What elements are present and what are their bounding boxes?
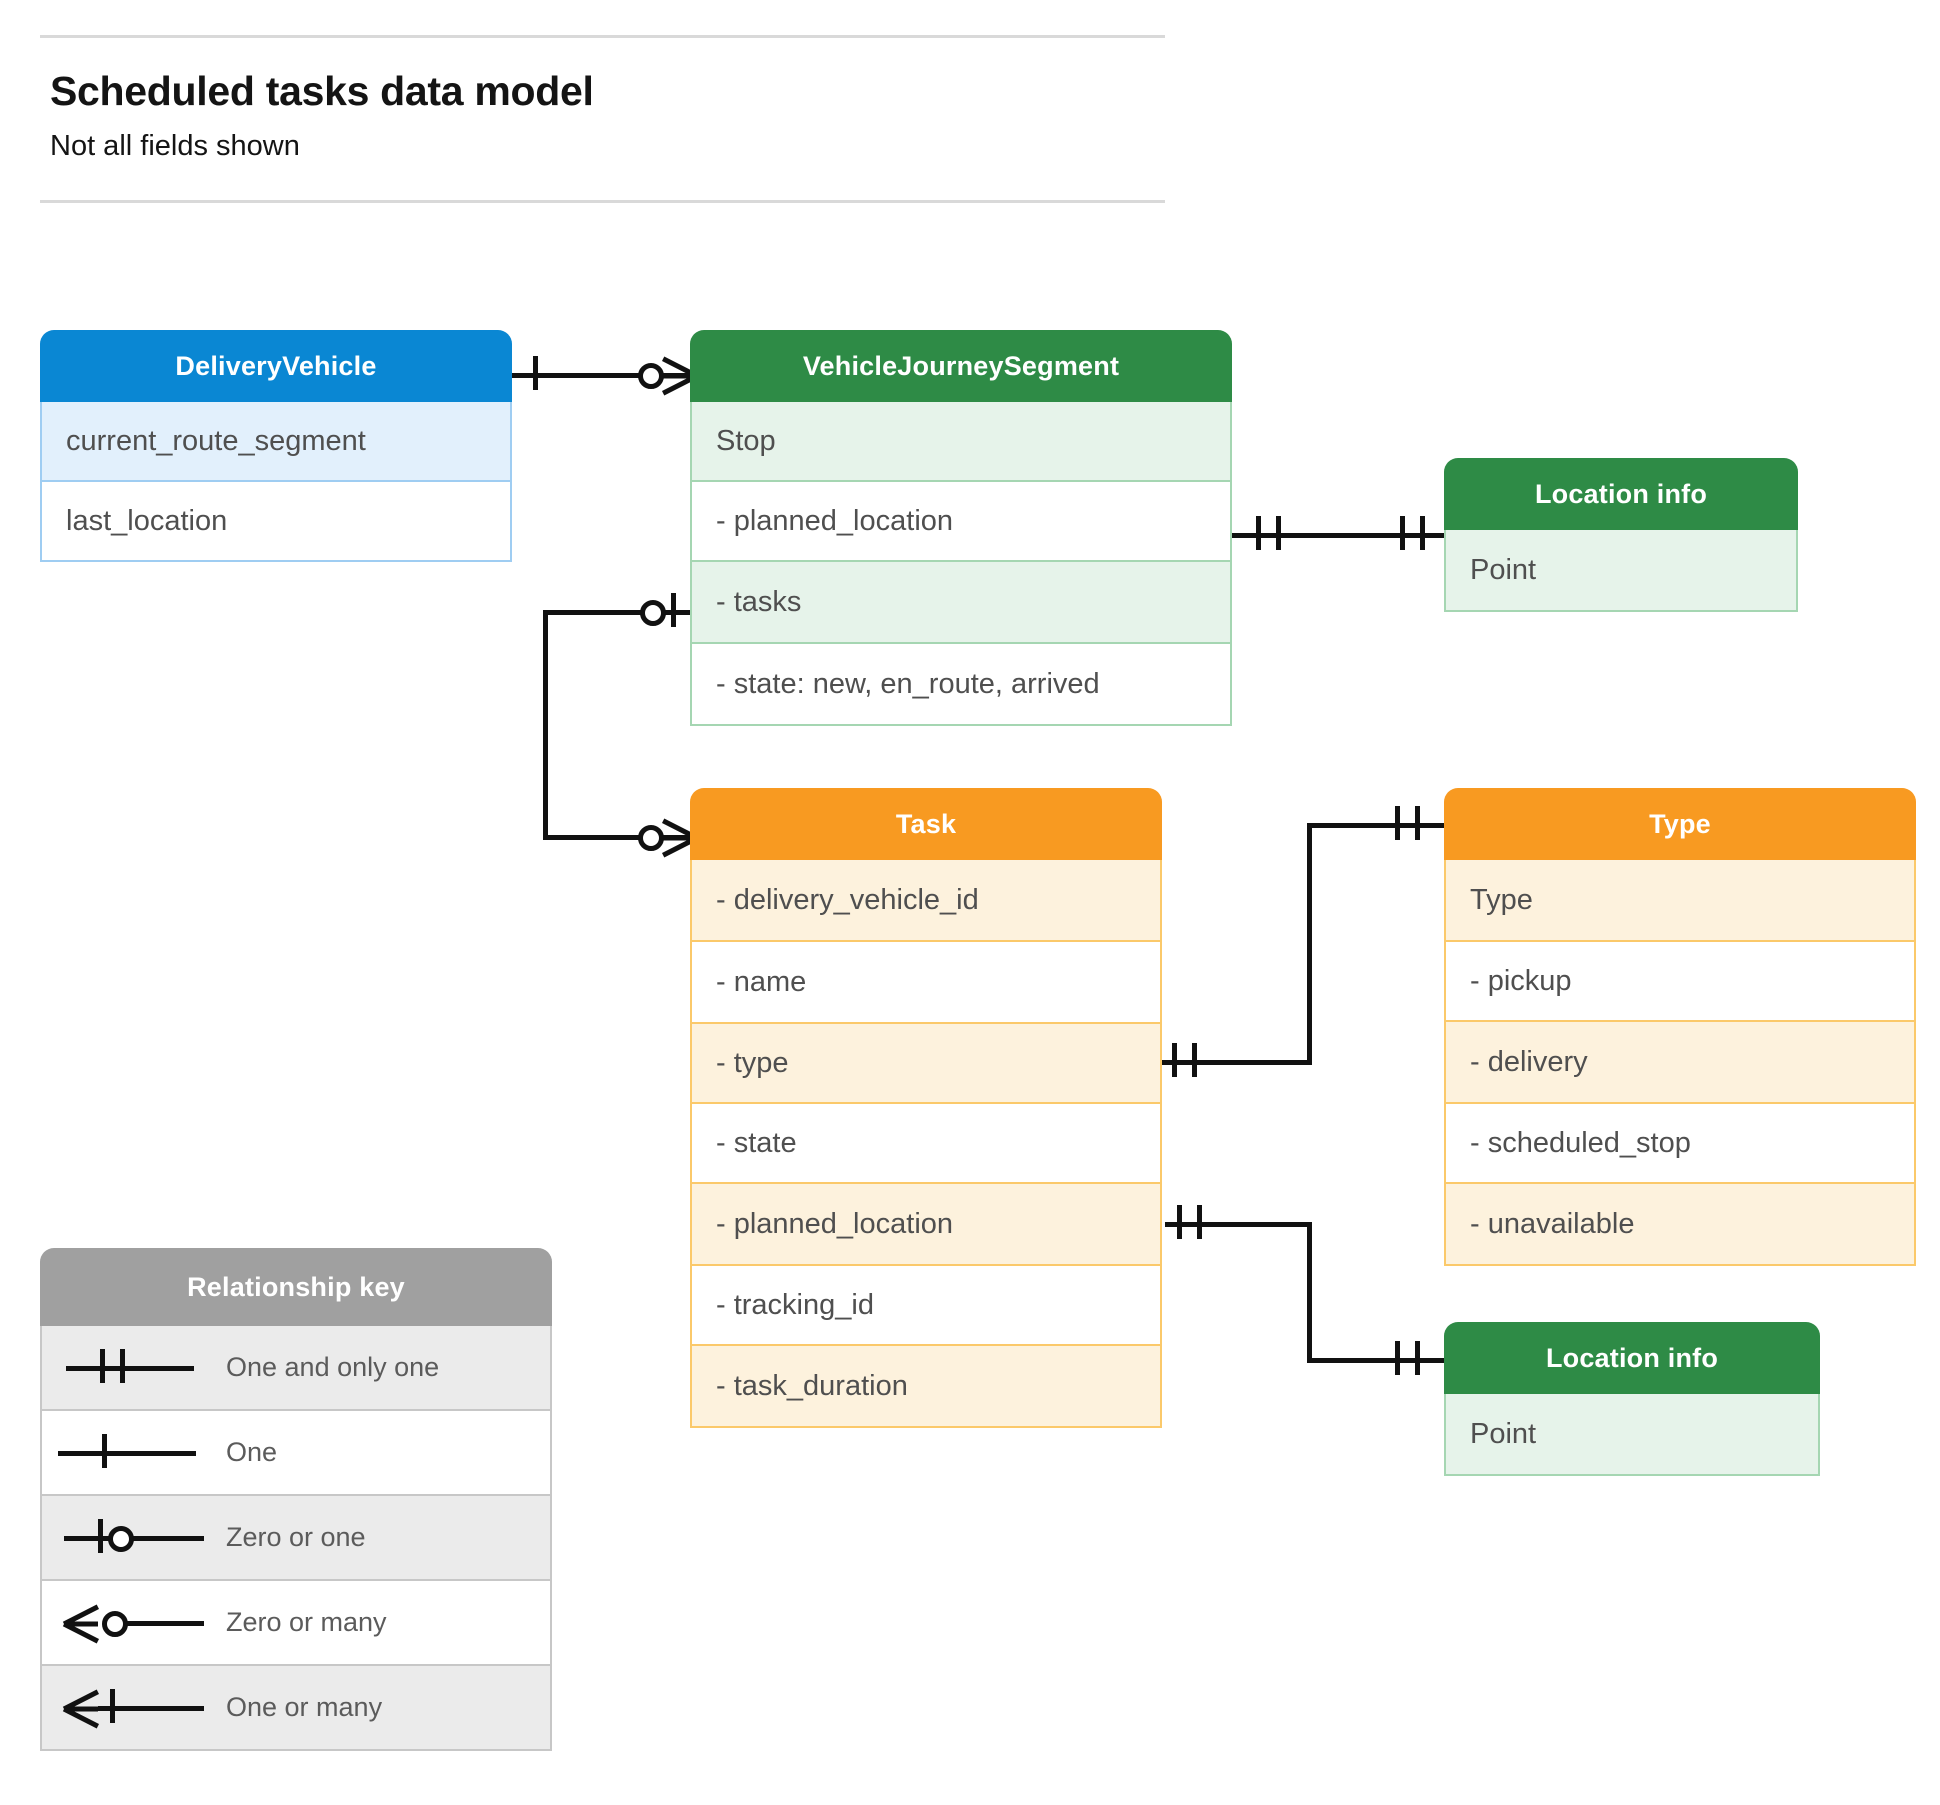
page-title: Scheduled tasks data model <box>50 68 594 114</box>
field-row[interactable]: - state <box>690 1104 1162 1184</box>
page-subtitle: Not all fields shown <box>50 130 300 162</box>
entity-vehicle-journey-segment[interactable]: VehicleJourneySegment Stop - planned_loc… <box>690 330 1232 726</box>
entity-title-location-info-top: Location info <box>1444 458 1798 530</box>
field-row[interactable]: - type <box>690 1024 1162 1104</box>
field-row[interactable]: - scheduled_stop <box>1444 1104 1916 1184</box>
field-row[interactable]: - task_duration <box>690 1346 1162 1428</box>
legend-item-zero-or-many: Zero or many <box>40 1581 552 1666</box>
field-row[interactable]: - tasks <box>690 562 1232 644</box>
field-row[interactable]: - delivery <box>1444 1022 1916 1104</box>
entity-title-task: Task <box>690 788 1162 860</box>
field-row[interactable]: Type <box>1444 860 1916 942</box>
entity-title-location-info-bottom: Location info <box>1444 1322 1820 1394</box>
field-row[interactable]: - name <box>690 942 1162 1024</box>
field-row[interactable]: current_route_segment <box>40 402 512 482</box>
field-row[interactable]: - state: new, en_route, arrived <box>690 644 1232 726</box>
field-row[interactable]: - pickup <box>1444 942 1916 1022</box>
entity-delivery-vehicle[interactable]: DeliveryVehicle current_route_segment la… <box>40 330 512 562</box>
entity-title-vehicle-journey-segment: VehicleJourneySegment <box>690 330 1232 402</box>
field-row[interactable]: Point <box>1444 1394 1820 1476</box>
field-row[interactable]: - unavailable <box>1444 1184 1916 1266</box>
legend-item-zero-or-one: Zero or one <box>40 1496 552 1581</box>
field-row[interactable]: Stop <box>690 402 1232 482</box>
header-divider-top <box>40 35 1165 38</box>
one-icon <box>56 1411 206 1494</box>
legend-item-label: Zero or many <box>226 1607 387 1637</box>
entity-type[interactable]: Type Type - pickup - delivery - schedule… <box>1444 788 1916 1266</box>
zero-or-one-icon <box>56 1496 206 1579</box>
field-row[interactable]: - delivery_vehicle_id <box>690 860 1162 942</box>
legend-item-one: One <box>40 1411 552 1496</box>
relationship-key-legend: Relationship key One and only one One <box>40 1248 552 1751</box>
legend-item-label: One and only one <box>226 1352 440 1382</box>
one-or-many-icon <box>56 1666 206 1749</box>
legend-item-label: One <box>226 1437 278 1467</box>
legend-item-one-or-many: One or many <box>40 1666 552 1751</box>
legend-item-one-and-only-one: One and only one <box>40 1326 552 1411</box>
legend-item-label: Zero or one <box>226 1522 366 1552</box>
field-row[interactable]: - planned_location <box>690 482 1232 562</box>
field-row[interactable]: last_location <box>40 482 512 562</box>
entity-title-delivery-vehicle: DeliveryVehicle <box>40 330 512 402</box>
legend-item-label: One or many <box>226 1692 383 1722</box>
header-divider-bottom <box>40 200 1165 203</box>
entity-location-info-bottom[interactable]: Location info Point <box>1444 1322 1820 1476</box>
field-row[interactable]: - planned_location <box>690 1184 1162 1266</box>
entity-location-info-top[interactable]: Location info Point <box>1444 458 1798 612</box>
zero-or-many-icon <box>56 1581 206 1664</box>
one-and-only-one-icon <box>56 1326 206 1409</box>
entity-title-type: Type <box>1444 788 1916 860</box>
field-row[interactable]: - tracking_id <box>690 1266 1162 1346</box>
field-row[interactable]: Point <box>1444 530 1798 612</box>
entity-task[interactable]: Task - delivery_vehicle_id - name - type… <box>690 788 1162 1428</box>
legend-title: Relationship key <box>40 1248 552 1326</box>
